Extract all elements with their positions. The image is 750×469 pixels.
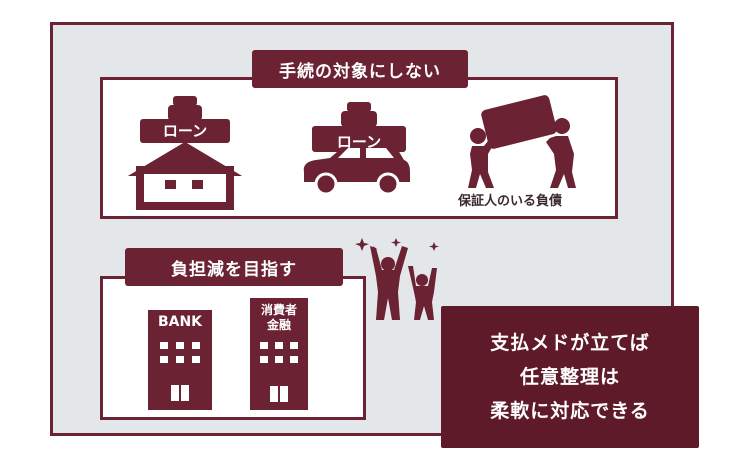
car-loan-tag: ローン (336, 133, 382, 151)
celebrating-people-icon (355, 238, 439, 320)
consumer-finance-label-line1: 消費者 (260, 303, 297, 317)
excluded-debts-title: 手続の対象にしない (252, 50, 468, 88)
house-loan-tag: ローン (162, 122, 208, 140)
bank-label: BANK (157, 314, 203, 330)
consumer-finance-label-line2: 金融 (266, 318, 291, 332)
reduction-target-title: 負担減を目指す (125, 248, 343, 286)
car-icon (303, 102, 410, 196)
bank-building-icon (148, 310, 212, 410)
result-line2: 任意整理は (519, 366, 620, 388)
guarantor-caption: 保証人のいる負債 (458, 194, 563, 209)
result-line1: 支払メドが立てば (490, 332, 650, 354)
result-message-box: 支払メドが立てば 任意整理は 柔軟に対応できる (441, 306, 699, 448)
reduction-target-box (100, 276, 366, 420)
result-line3: 柔軟に対応できる (490, 400, 650, 422)
house-icon (128, 96, 242, 210)
consumer-finance-building-icon (250, 298, 308, 410)
guarantor-carry-icon (468, 95, 576, 188)
